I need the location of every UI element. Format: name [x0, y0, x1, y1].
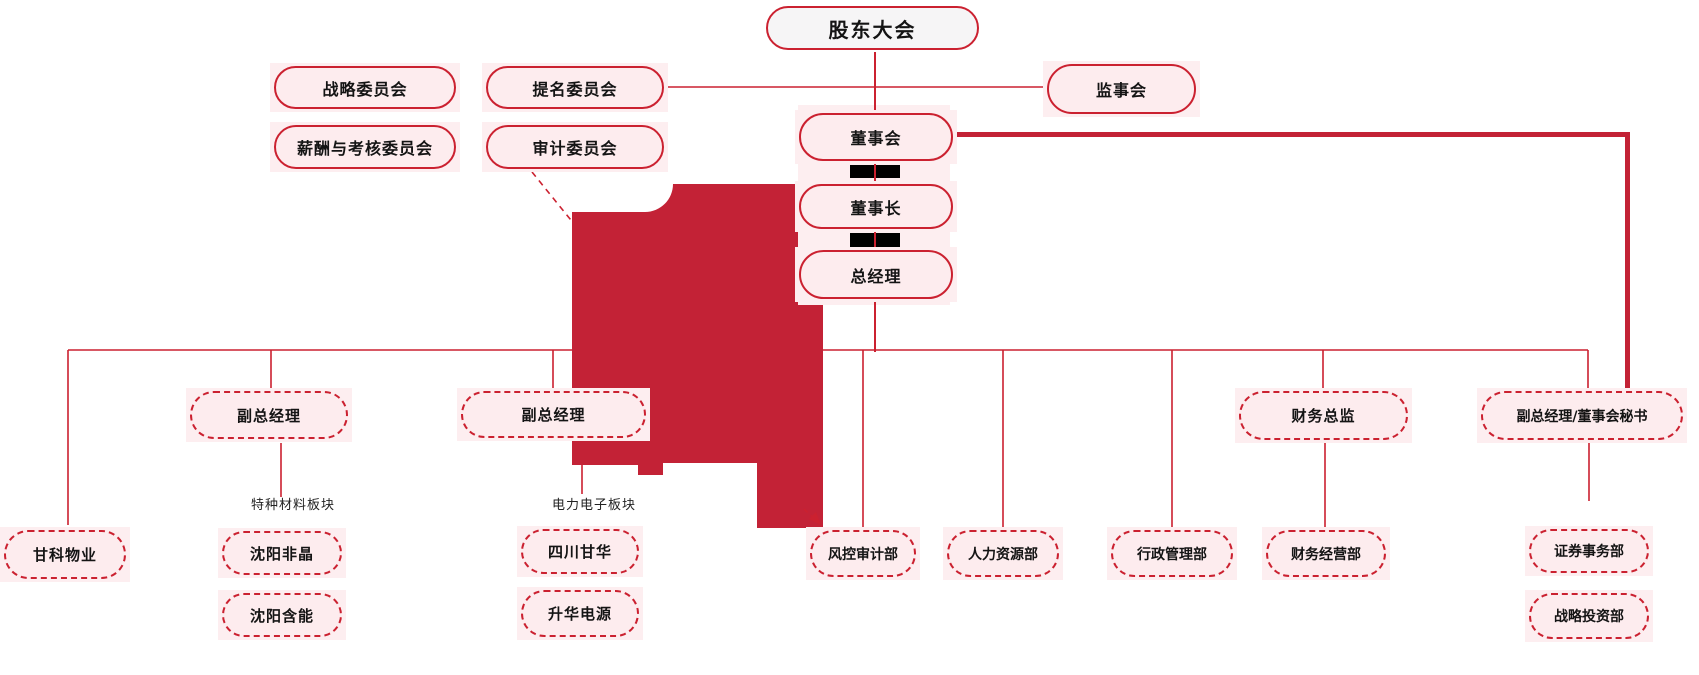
node-shenghua-power: 升华电源 [517, 587, 643, 640]
node-chairman: 董事长 [795, 181, 957, 232]
node-compensation-committee: 薪酬与考核委员会 [270, 122, 460, 172]
node-admin-dept: 行政管理部 [1107, 527, 1237, 580]
node-outline [1529, 593, 1649, 639]
node-outline [1266, 530, 1386, 577]
redaction-blob [572, 184, 823, 528]
node-vgm-power: 副总经理 [457, 388, 650, 441]
node-finance-ops-dept: 财务经营部 [1262, 527, 1390, 580]
node-nomination-committee: 提名委员会 [482, 63, 668, 112]
node-outline [190, 391, 348, 439]
audit-arrow-tip-dash [803, 508, 819, 523]
node-strategic-investment-dept: 战略投资部 [1525, 590, 1653, 642]
node-cfo: 财务总监 [1235, 388, 1412, 443]
node-outline [766, 6, 979, 50]
label-power-electronics-segment: 电力电子板块 [551, 498, 636, 513]
node-risk-audit-dept: 风控审计部 [806, 527, 920, 580]
node-outline [461, 391, 646, 438]
node-securities-dept: 证券事务部 [1525, 526, 1653, 576]
node-outline [1047, 64, 1196, 114]
node-vgm-materials: 副总经理 [186, 388, 352, 442]
node-outline [810, 530, 916, 577]
node-outline [222, 593, 342, 637]
node-supervisory-board: 监事会 [1043, 61, 1200, 117]
node-outline [274, 125, 456, 169]
node-outline [521, 590, 639, 637]
node-outline [947, 530, 1059, 577]
node-vgm-board-secretary: 副总经理/董事会秘书 [1477, 388, 1687, 443]
node-outline [1239, 391, 1408, 440]
drop-lines [67, 350, 1590, 527]
node-sichuan-ganhua: 四川甘华 [517, 526, 643, 577]
node-outline [222, 531, 342, 575]
node-outline [799, 113, 953, 161]
node-strategy-committee: 战略委员会 [270, 63, 460, 112]
node-shenyang-feijing: 沈阳非晶 [218, 528, 346, 578]
node-outline [4, 530, 126, 579]
thick-board-line [957, 132, 1630, 388]
label-special-materials-segment: 特种材料板块 [250, 498, 335, 513]
node-audit-committee: 审计委员会 [482, 122, 668, 172]
node-outline [486, 125, 664, 169]
node-outline [1111, 530, 1233, 577]
node-outline [1529, 529, 1649, 573]
node-hr-dept: 人力资源部 [943, 527, 1063, 580]
node-outline [274, 66, 456, 109]
node-board-of-directors: 董事会 [795, 110, 957, 164]
node-shenyang-hanneng: 沈阳含能 [218, 590, 346, 640]
node-outline [799, 250, 953, 299]
node-shareholders-meeting: 股东大会 [762, 3, 983, 53]
audit-arrowhead [809, 512, 821, 525]
node-ganke-property: 甘科物业 [0, 527, 130, 582]
node-outline [486, 66, 664, 109]
node-general-manager: 总经理 [795, 247, 957, 302]
node-outline [521, 529, 639, 574]
node-outline [799, 184, 953, 229]
node-outline [1481, 391, 1683, 440]
